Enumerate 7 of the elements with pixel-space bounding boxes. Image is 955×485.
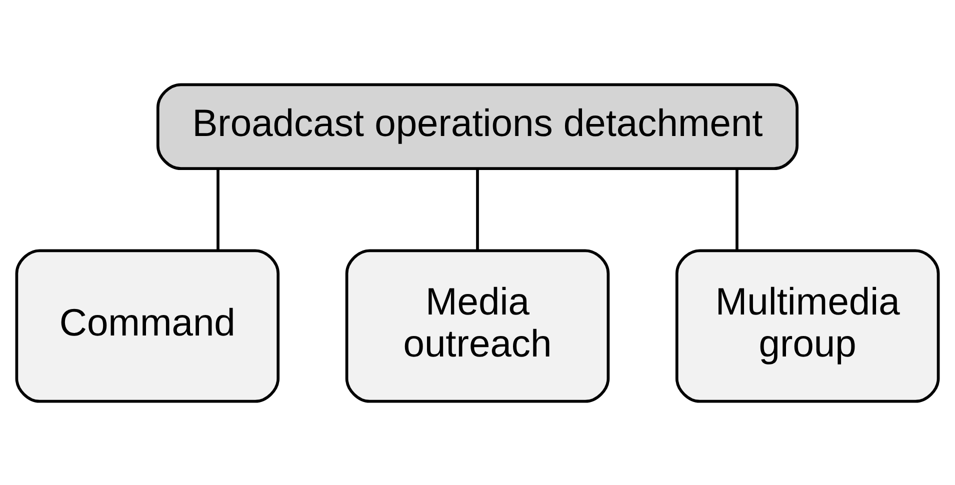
node-box: Multimedia group	[675, 248, 940, 402]
node-box: Broadcast operations detachment	[156, 82, 799, 170]
connector	[736, 168, 738, 250]
node-box: Command	[15, 248, 280, 402]
connector	[216, 168, 220, 250]
node-box: Media outreach	[345, 248, 610, 402]
connector	[476, 168, 479, 250]
